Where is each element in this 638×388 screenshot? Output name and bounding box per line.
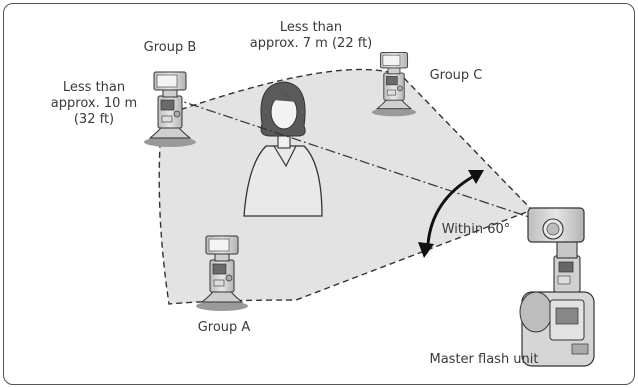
group-b-label: Group B: [143, 40, 197, 55]
double-arrow-icon: [418, 170, 484, 258]
angle-label: Within 60°: [441, 222, 511, 237]
coverage-zone: [158, 68, 534, 305]
diagram-canvas: [143, 52, 595, 367]
flash-unit-icon: [527, 207, 585, 293]
group-a-label: Group A: [197, 320, 251, 335]
diagram-frame: Group B Group C Group A Less than approx…: [3, 3, 635, 385]
distance-short-line2: approx. 7 m (22 ft): [249, 36, 373, 51]
master-label: Master flash unit: [429, 352, 539, 367]
distance-long-label: Less than approx. 10 m (32 ft): [46, 80, 142, 128]
distance-long-line2: approx. 10 m: [50, 96, 138, 111]
distance-long-line3: (32 ft): [73, 112, 115, 127]
distance-long-line1: Less than: [62, 80, 126, 95]
person-icon: [243, 81, 323, 217]
sight-line: [171, 97, 533, 219]
group-c-label: Group C: [429, 68, 483, 83]
distance-short-line1: Less than: [279, 20, 343, 35]
distance-short-label: Less than approx. 7 m (22 ft): [236, 20, 386, 52]
